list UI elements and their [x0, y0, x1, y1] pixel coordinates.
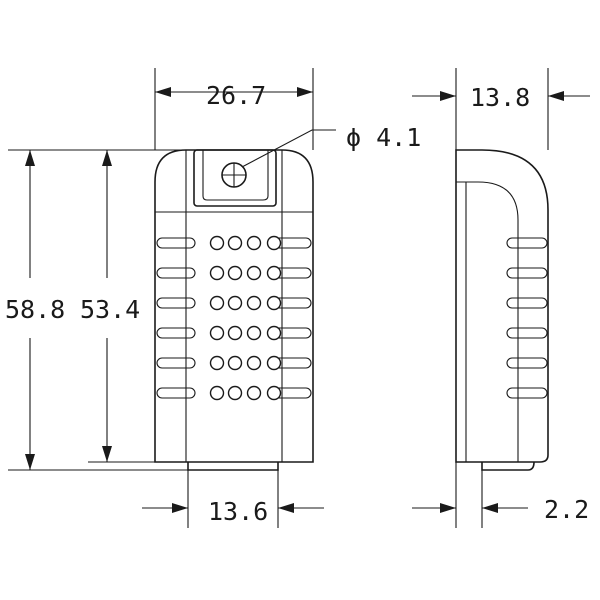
side-body-outline — [455, 149, 549, 463]
vent-hole — [227, 295, 243, 311]
front-body-outline — [154, 149, 314, 463]
side-inner-curve — [456, 181, 519, 462]
vent-hole — [266, 235, 282, 251]
vent-hole — [266, 295, 282, 311]
vent-slot-left — [156, 267, 196, 279]
vent-hole — [209, 265, 225, 281]
vent-slot-left — [156, 387, 196, 399]
side-rib — [506, 237, 548, 249]
dim-total-height: 58.8 — [5, 149, 188, 471]
side-rib — [506, 357, 548, 369]
front-view: ϕ 4.1 — [154, 123, 421, 471]
side-rib — [506, 267, 548, 279]
vent-hole — [266, 355, 282, 371]
vent-hole — [266, 325, 282, 341]
vent-hole — [209, 235, 225, 251]
vent-hole — [246, 295, 262, 311]
vent-hole — [227, 385, 243, 401]
side-rib-group — [506, 237, 548, 399]
vent-hole — [227, 235, 243, 251]
mount-slot-inner — [202, 150, 269, 201]
mount-hole-leader — [241, 129, 336, 168]
side-rib — [506, 327, 548, 339]
mount-hole-label: ϕ 4.1 — [346, 123, 421, 152]
vent-hole — [209, 325, 225, 341]
side-rib — [506, 387, 548, 399]
vent-hole — [227, 355, 243, 371]
tab-offset-label: 2.2 — [544, 495, 589, 524]
vent-group — [156, 237, 312, 399]
vent-hole — [246, 265, 262, 281]
body-height-label: 53.4 — [80, 295, 140, 324]
vent-hole — [209, 295, 225, 311]
vent-slot-left — [156, 297, 196, 309]
vent-hole — [266, 265, 282, 281]
vent-hole — [227, 325, 243, 341]
bottom-tab-label: 13.6 — [208, 497, 268, 526]
dim-bottom-tab: 13.6 — [142, 470, 324, 528]
vent-hole — [246, 385, 262, 401]
vent-slot-left — [156, 357, 196, 369]
vent-hole — [227, 265, 243, 281]
vent-hole — [246, 235, 262, 251]
dim-body-height: 53.4 — [80, 150, 155, 463]
side-rib — [506, 297, 548, 309]
width-label: 26.7 — [206, 81, 266, 110]
depth-label: 13.8 — [470, 83, 530, 112]
vent-hole — [246, 325, 262, 341]
mount-slot-outer — [193, 149, 277, 207]
vent-hole — [209, 385, 225, 401]
vent-hole — [209, 355, 225, 371]
vent-slot-left — [156, 237, 196, 249]
dim-tab-offset: 2.2 — [412, 462, 589, 528]
vent-slot-left — [156, 327, 196, 339]
bottom-tab — [187, 462, 279, 471]
side-bottom-tab — [481, 461, 535, 471]
dim-width: 26.7 — [154, 68, 314, 150]
dim-depth: 13.8 — [412, 68, 590, 150]
side-view — [455, 149, 549, 471]
vent-hole — [266, 385, 282, 401]
hole-grid — [209, 235, 282, 401]
vent-hole — [246, 355, 262, 371]
total-height-label: 58.8 — [5, 295, 65, 324]
